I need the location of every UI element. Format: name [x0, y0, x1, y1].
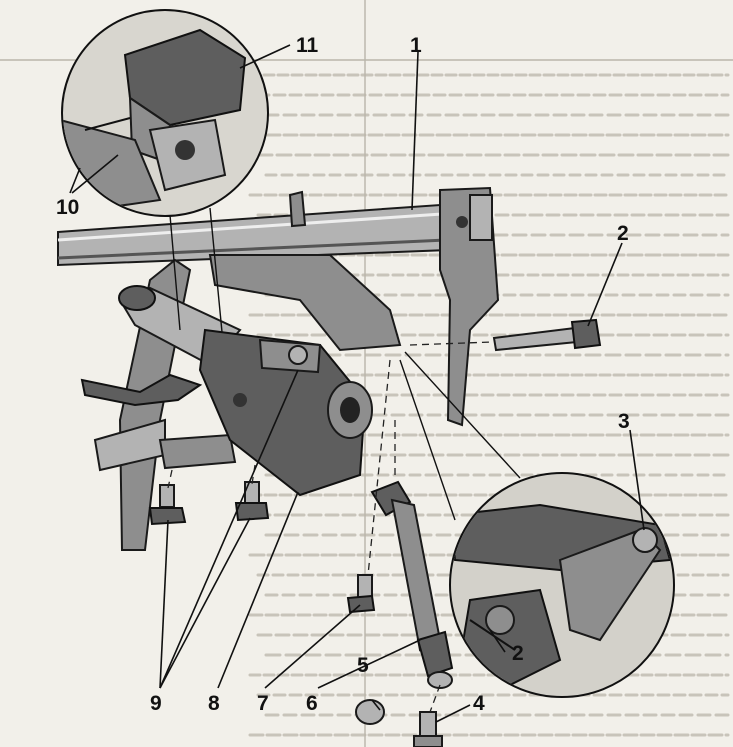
callout-6: 6 — [306, 692, 318, 715]
callout-labels: 1 2 3 4 5 6 7 8 9 10 11 2 — [56, 34, 630, 715]
callout-11: 11 — [296, 34, 319, 57]
long-mounting-bolt — [492, 318, 602, 352]
intermediate-shaft-bolt — [346, 574, 376, 614]
callout-9: 9 — [150, 692, 162, 715]
mounting-bolt-left — [148, 484, 187, 526]
grommet-seal — [355, 699, 385, 725]
intermediate-shaft — [370, 480, 454, 689]
callout-10: 10 — [56, 196, 79, 219]
callout-4: 4 — [473, 692, 485, 715]
callout-5: 5 — [357, 654, 369, 677]
callout-7: 7 — [257, 692, 269, 715]
callout-1: 1 — [410, 34, 422, 57]
alignment-dashes — [167, 341, 493, 713]
callout-8: 8 — [208, 692, 220, 715]
callout-2-detail: 2 — [512, 642, 524, 665]
cross-member-beam — [57, 186, 500, 427]
callout-2: 2 — [617, 222, 629, 245]
clamp-bolt — [413, 711, 443, 747]
leader-lines — [69, 44, 645, 723]
callout-3: 3 — [618, 410, 630, 433]
